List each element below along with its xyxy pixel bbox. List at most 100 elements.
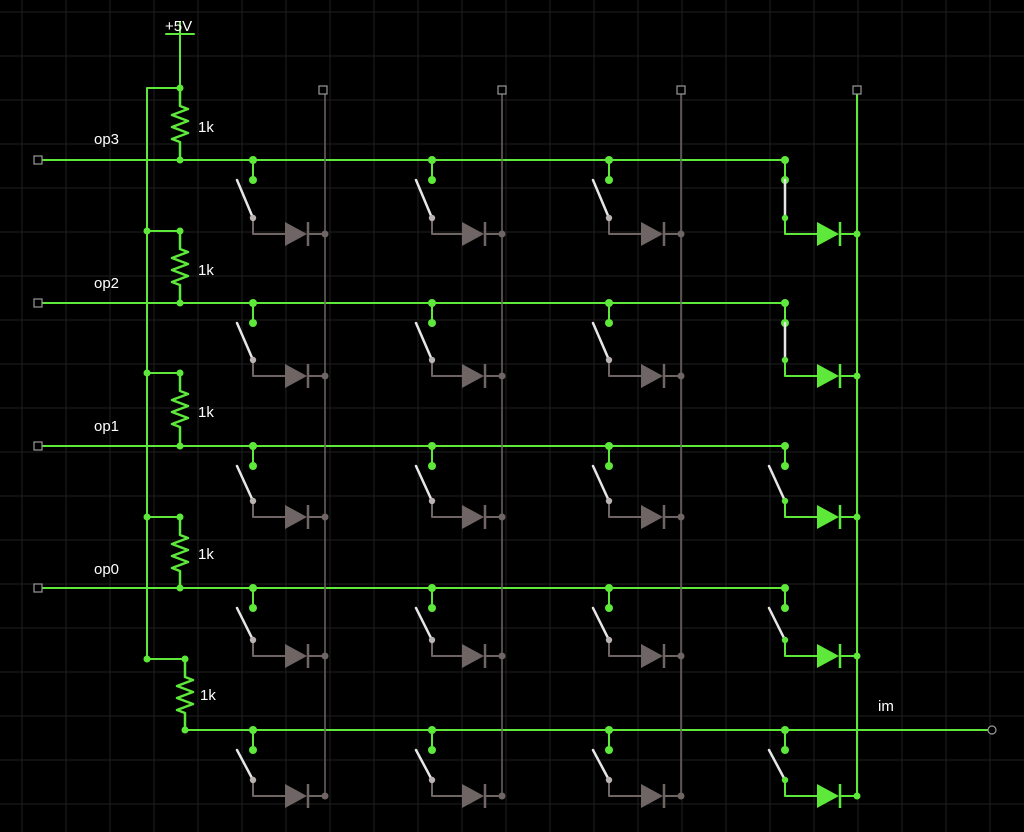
diode	[285, 784, 310, 808]
input-label-op2: op2	[94, 275, 119, 292]
switch-blade[interactable]	[235, 178, 255, 220]
column-terminal[interactable]	[318, 85, 328, 95]
diode-body	[285, 222, 307, 246]
switch[interactable]	[414, 321, 434, 362]
switch-blade[interactable]	[414, 606, 434, 642]
switch-contact	[605, 604, 613, 612]
switch-blade[interactable]	[591, 606, 611, 642]
switch-blade[interactable]	[591, 464, 611, 503]
diode	[285, 505, 310, 529]
switch-contact	[249, 776, 257, 784]
switch-contact	[781, 462, 789, 470]
switch[interactable]	[235, 748, 255, 782]
resistor	[170, 231, 190, 301]
switch-contact	[249, 214, 257, 222]
switch-to-diode-wire	[784, 501, 821, 518]
switch[interactable]	[235, 464, 255, 503]
switch-contact	[428, 636, 436, 644]
switch-blade[interactable]	[767, 606, 787, 642]
switch-contact	[249, 497, 257, 505]
switch-to-diode-wire	[784, 360, 821, 377]
input-terminal[interactable]	[33, 441, 43, 451]
junction-dot	[176, 156, 184, 164]
switch-contact	[605, 776, 613, 784]
switch[interactable]	[235, 321, 255, 362]
switch-blade[interactable]	[235, 464, 255, 503]
switch-to-diode-wire	[608, 360, 645, 377]
switch[interactable]	[414, 606, 434, 642]
switch-blade[interactable]	[414, 464, 434, 503]
switch-blade[interactable]	[414, 178, 434, 220]
switch-to-diode-wire	[252, 360, 289, 377]
switch-contact	[781, 746, 789, 754]
output-terminal[interactable]	[987, 725, 997, 735]
diode	[817, 505, 842, 529]
junction-dot	[853, 230, 861, 238]
junction-dot	[498, 513, 506, 521]
switch-to-diode-wire	[431, 218, 466, 235]
junction-dot	[143, 227, 151, 235]
diode-body	[641, 505, 663, 529]
switch-blade[interactable]	[767, 464, 787, 503]
switch[interactable]	[591, 606, 611, 642]
junction-dot	[781, 299, 789, 307]
junction-dot	[143, 369, 151, 377]
switch[interactable]	[591, 748, 611, 782]
column-terminal[interactable]	[852, 85, 862, 95]
switch-blade[interactable]	[591, 321, 611, 362]
diode	[641, 364, 666, 388]
switch[interactable]	[767, 464, 787, 503]
switch[interactable]	[591, 464, 611, 503]
switch[interactable]	[591, 321, 611, 362]
switch-contact	[605, 497, 613, 505]
junction-dot	[781, 442, 789, 450]
column-terminal[interactable]	[497, 85, 507, 95]
switch-blade[interactable]	[235, 606, 255, 642]
switch[interactable]	[767, 748, 787, 782]
switch-to-diode-wire	[784, 780, 821, 797]
junction-dot	[321, 652, 329, 660]
input-terminal[interactable]	[33, 583, 43, 593]
switch-contact	[781, 497, 789, 505]
resistor-value-label: 1k	[198, 546, 214, 563]
junction-dot	[853, 652, 861, 660]
switch-contact	[781, 636, 789, 644]
column-terminal[interactable]	[676, 85, 686, 95]
switch-blade[interactable]	[591, 748, 611, 782]
junction-dot	[605, 299, 613, 307]
diode	[641, 644, 666, 668]
switch-contact	[605, 319, 613, 327]
switch-blade[interactable]	[235, 748, 255, 782]
switch-blade[interactable]	[414, 321, 434, 362]
junction-dot	[428, 156, 436, 164]
switch-blade[interactable]	[235, 321, 255, 362]
switch-blade[interactable]	[414, 748, 434, 782]
diode-body	[817, 364, 839, 388]
diode-body	[641, 222, 663, 246]
input-terminal[interactable]	[33, 155, 43, 165]
input-terminal[interactable]	[33, 298, 43, 308]
switch[interactable]	[235, 178, 255, 220]
switch[interactable]	[591, 178, 611, 220]
labels-layer: +5V op3 op2 op1 op0 1k 1k 1k 1k 1k im	[94, 18, 894, 715]
junction-dot	[428, 442, 436, 450]
junction-dot	[176, 513, 184, 521]
switch-contact	[428, 497, 436, 505]
junction-dot	[321, 792, 329, 800]
switch-to-diode-wire	[252, 640, 289, 657]
switch-contact	[428, 214, 436, 222]
diode	[817, 644, 842, 668]
switch[interactable]	[414, 464, 434, 503]
switch-blade[interactable]	[767, 748, 787, 782]
junction-dot	[176, 584, 184, 592]
switch[interactable]	[414, 178, 434, 220]
diode-body	[285, 784, 307, 808]
switch[interactable]	[767, 606, 787, 642]
switch[interactable]	[235, 606, 255, 642]
switch[interactable]	[414, 748, 434, 782]
diode	[462, 364, 487, 388]
diode-body	[641, 644, 663, 668]
switch-blade[interactable]	[591, 178, 611, 220]
switch-contact	[428, 356, 436, 364]
